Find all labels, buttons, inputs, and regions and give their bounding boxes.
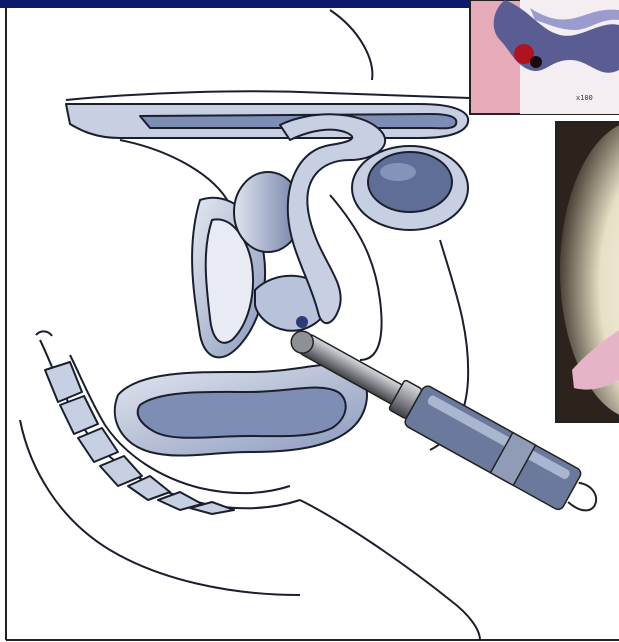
histology-stain-spot-2 xyxy=(530,56,542,68)
endoscopy-panel xyxy=(556,120,619,422)
testis xyxy=(368,152,452,212)
skin-curve xyxy=(330,10,372,80)
small-curve xyxy=(36,331,52,336)
rectum-lumen xyxy=(138,388,346,438)
top-bar xyxy=(0,0,470,8)
testis-highlight xyxy=(380,163,416,181)
anatomy-diagram xyxy=(20,10,480,640)
histology-scale-label: x100 xyxy=(576,94,593,102)
probe-target-dot xyxy=(296,316,308,328)
histology-panel xyxy=(470,0,619,114)
perineum-line xyxy=(300,500,480,640)
abdominal-wall-line xyxy=(66,91,470,100)
